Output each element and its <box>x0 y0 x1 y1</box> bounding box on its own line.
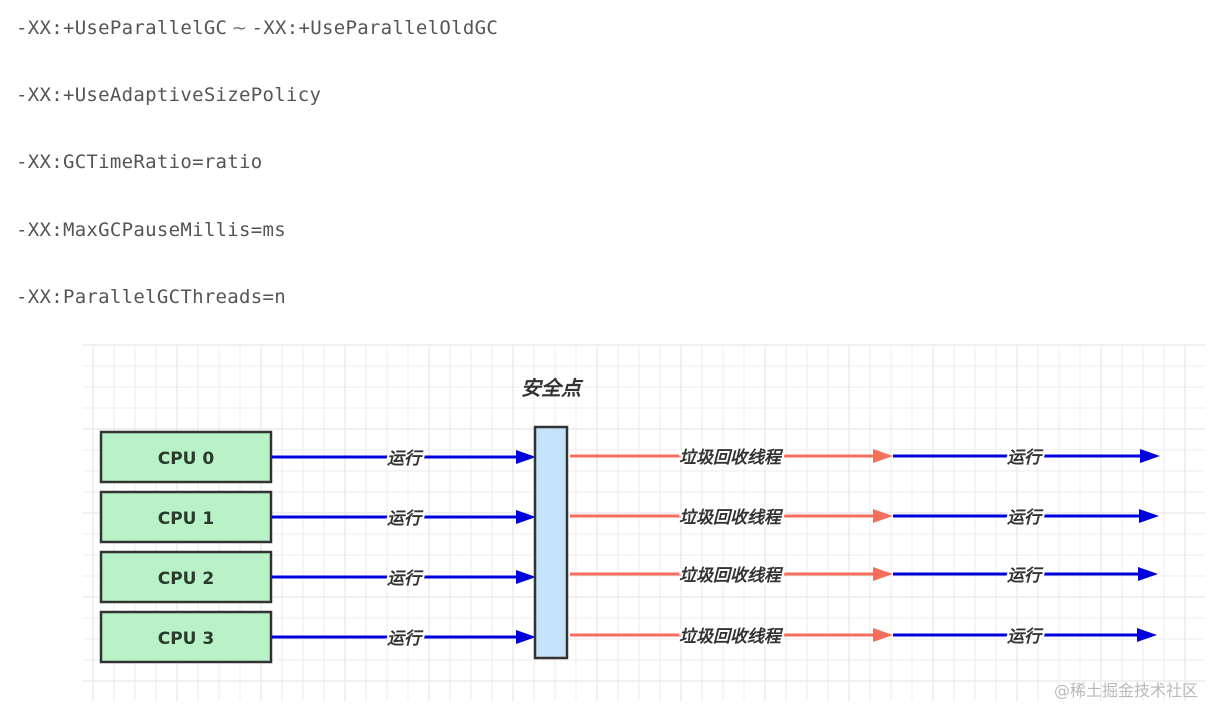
cpu-label: CPU 1 <box>158 509 215 529</box>
gc-thread-label: 垃圾回收线程 <box>679 448 784 468</box>
flag-use-parallel-old-gc: -XX:+UseParallelOldGC <box>251 17 499 39</box>
run-label: 运行 <box>387 449 424 469</box>
cpu-box <box>99 430 273 484</box>
flag-parallel-gc-threads: -XX:ParallelGCThreads=n <box>16 286 286 308</box>
cpu-row: CPU 0 运行 垃圾回收线程 运行 <box>99 430 1160 484</box>
flag-gc-time-ratio: -XX:GCTimeRatio=ratio <box>16 151 263 173</box>
flag-use-parallel-gc: -XX:+UseParallelGC <box>16 17 228 39</box>
safepoint-bar <box>533 425 569 660</box>
gc-thread-label: 垃圾回收线程 <box>679 627 784 647</box>
run-arrow-head <box>516 630 536 644</box>
cpu-box <box>99 610 273 664</box>
cpu-row: CPU 3 运行 垃圾回收线程 运行 <box>99 610 1157 664</box>
run-label: 运行 <box>387 509 424 529</box>
resume-label: 运行 <box>1007 508 1044 528</box>
flag-adaptive-size-policy: -XX:+UseAdaptiveSizePolicy <box>16 84 322 106</box>
cpu-box <box>99 490 273 544</box>
gc-arrow-head <box>873 509 893 523</box>
run-arrow-head <box>516 570 536 584</box>
resume-arrow-head <box>1140 449 1160 463</box>
gc-thread-label: 垃圾回收线程 <box>679 566 784 586</box>
gc-arrow-head <box>873 628 893 642</box>
resume-label: 运行 <box>1007 566 1044 586</box>
resume-arrow-head <box>1137 628 1157 642</box>
resume-label: 运行 <box>1007 448 1044 468</box>
gc-arrow-head <box>873 449 893 463</box>
resume-arrow-head <box>1138 567 1158 581</box>
run-arrow-head <box>516 450 536 464</box>
cpu-label: CPU 2 <box>158 569 215 589</box>
watermark: @稀土掘金技术社区 <box>1053 681 1198 700</box>
cpu-box <box>99 550 273 604</box>
cpu-label: CPU 0 <box>158 449 215 469</box>
run-arrow-head <box>516 510 536 524</box>
flag-max-gc-pause-millis: -XX:MaxGCPauseMillis=ms <box>16 219 286 241</box>
run-label: 运行 <box>387 569 424 589</box>
flag-parallel-gc: -XX:+UseParallelGC~-XX:+UseParallelOldGC <box>16 17 498 39</box>
safepoint-label: 安全点 <box>521 376 584 400</box>
cpu-row: CPU 1 运行 垃圾回收线程 运行 <box>99 490 1159 544</box>
cpu-label: CPU 3 <box>158 629 215 649</box>
run-label: 运行 <box>387 629 424 649</box>
cpu-row: CPU 2 运行 垃圾回收线程 运行 <box>99 550 1158 604</box>
flag-separator: ~ <box>231 17 248 39</box>
resume-arrow-head <box>1139 509 1159 523</box>
resume-label: 运行 <box>1007 627 1044 647</box>
gc-arrow-head <box>873 567 893 581</box>
gc-thread-label: 垃圾回收线程 <box>679 508 784 528</box>
